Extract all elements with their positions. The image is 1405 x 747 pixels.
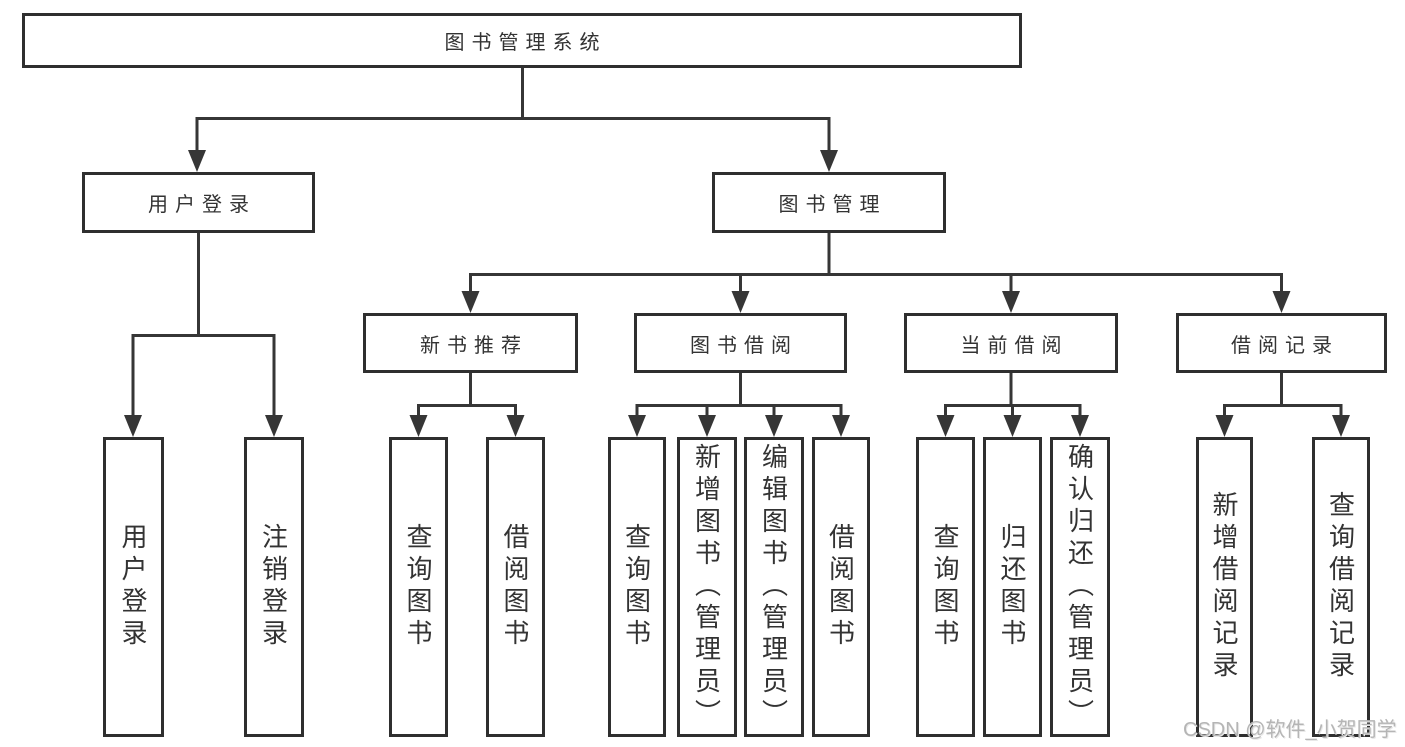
connector-line [417,373,517,417]
leaf-label: 查询借阅记录 [1325,491,1356,683]
connector-book-management-to-level3 [461,233,1291,313]
arrow-down-icon [820,150,838,172]
arrow-down-icon [1215,415,1234,437]
arrow-down-icon [188,150,206,172]
leaf-label: 借阅图书 [825,523,856,651]
leaf-logout: 注销登录 [244,437,304,737]
leaf-label: 确认归还（管理员） [1064,443,1095,731]
leaf-label: 借阅图书 [500,523,530,651]
connector-user-login-to-leaves [124,233,283,437]
leaf-label: 查询图书 [403,523,433,651]
arrow-down-icon [698,415,716,437]
leaf-user-login: 用户登录 [103,437,164,737]
arrow-down-icon [628,415,646,437]
leaf-query-books-recommend: 查询图书 [389,437,448,737]
arrow-down-icon [731,291,750,313]
leaf-label: 查询图书 [930,523,960,651]
leaf-return-book: 归还图书 [983,437,1042,737]
leaf-label: 查询图书 [621,523,652,651]
arrow-down-icon [1003,415,1022,437]
leaf-add-borrow-record: 新增借阅记录 [1196,437,1253,737]
leaf-edit-book-admin: 编辑图书（管理员） [744,437,804,737]
connector-line [195,68,831,152]
leaf-label: 新增图书（管理员） [691,443,722,731]
connector-root-to-level2 [188,68,838,172]
leaf-label: 编辑图书（管理员） [758,443,789,731]
connector-line [469,233,1283,293]
leaf-label: 新增借阅记录 [1209,491,1239,683]
csdn-watermark: CSDN @软件_小贺同学 [1183,719,1397,741]
node-new-book-recommendation: 新书推荐 [363,313,578,373]
arrow-down-icon [124,415,142,437]
arrow-down-icon [765,415,783,437]
connector-book-borrowing-to-leaves [628,373,850,437]
leaf-label: 归还图书 [997,523,1027,651]
leaf-label: 注销登录 [258,523,289,651]
node-book-borrowing: 图书借阅 [634,313,847,373]
arrow-down-icon [506,415,525,437]
leaf-query-books-current: 查询图书 [916,437,975,737]
arrow-down-icon [1002,291,1020,313]
connector-line [131,233,276,417]
connector-line [1223,373,1343,417]
arrow-down-icon [1272,291,1291,313]
connector-borrow-records-to-leaves [1215,373,1350,437]
arrow-down-icon [1332,415,1350,437]
arrow-down-icon [1071,415,1089,437]
connector-current-borrowing-to-leaves [936,373,1089,437]
node-library-management-system: 图书管理系统 [22,13,1022,68]
arrow-down-icon [409,415,428,437]
leaf-add-book-admin: 新增图书（管理员） [677,437,737,737]
connector-line [635,373,843,417]
leaf-confirm-return-admin: 确认归还（管理员） [1050,437,1110,737]
node-book-management: 图书管理 [712,172,946,233]
node-current-borrowing: 当前借阅 [904,313,1118,373]
leaf-query-books-borrowing: 查询图书 [608,437,666,737]
arrow-down-icon [265,415,283,437]
leaf-query-borrow-record: 查询借阅记录 [1312,437,1370,737]
leaf-borrow-books-recommend: 借阅图书 [486,437,545,737]
leaf-label: 用户登录 [118,523,148,651]
leaf-borrow-books: 借阅图书 [812,437,870,737]
arrow-down-icon [936,415,955,437]
node-borrowing-records: 借阅记录 [1176,313,1387,373]
node-user-login: 用户登录 [82,172,315,233]
connector-line [944,373,1082,417]
connector-new-book-to-leaves [409,373,525,437]
arrow-down-icon [461,291,480,313]
arrow-down-icon [832,415,850,437]
